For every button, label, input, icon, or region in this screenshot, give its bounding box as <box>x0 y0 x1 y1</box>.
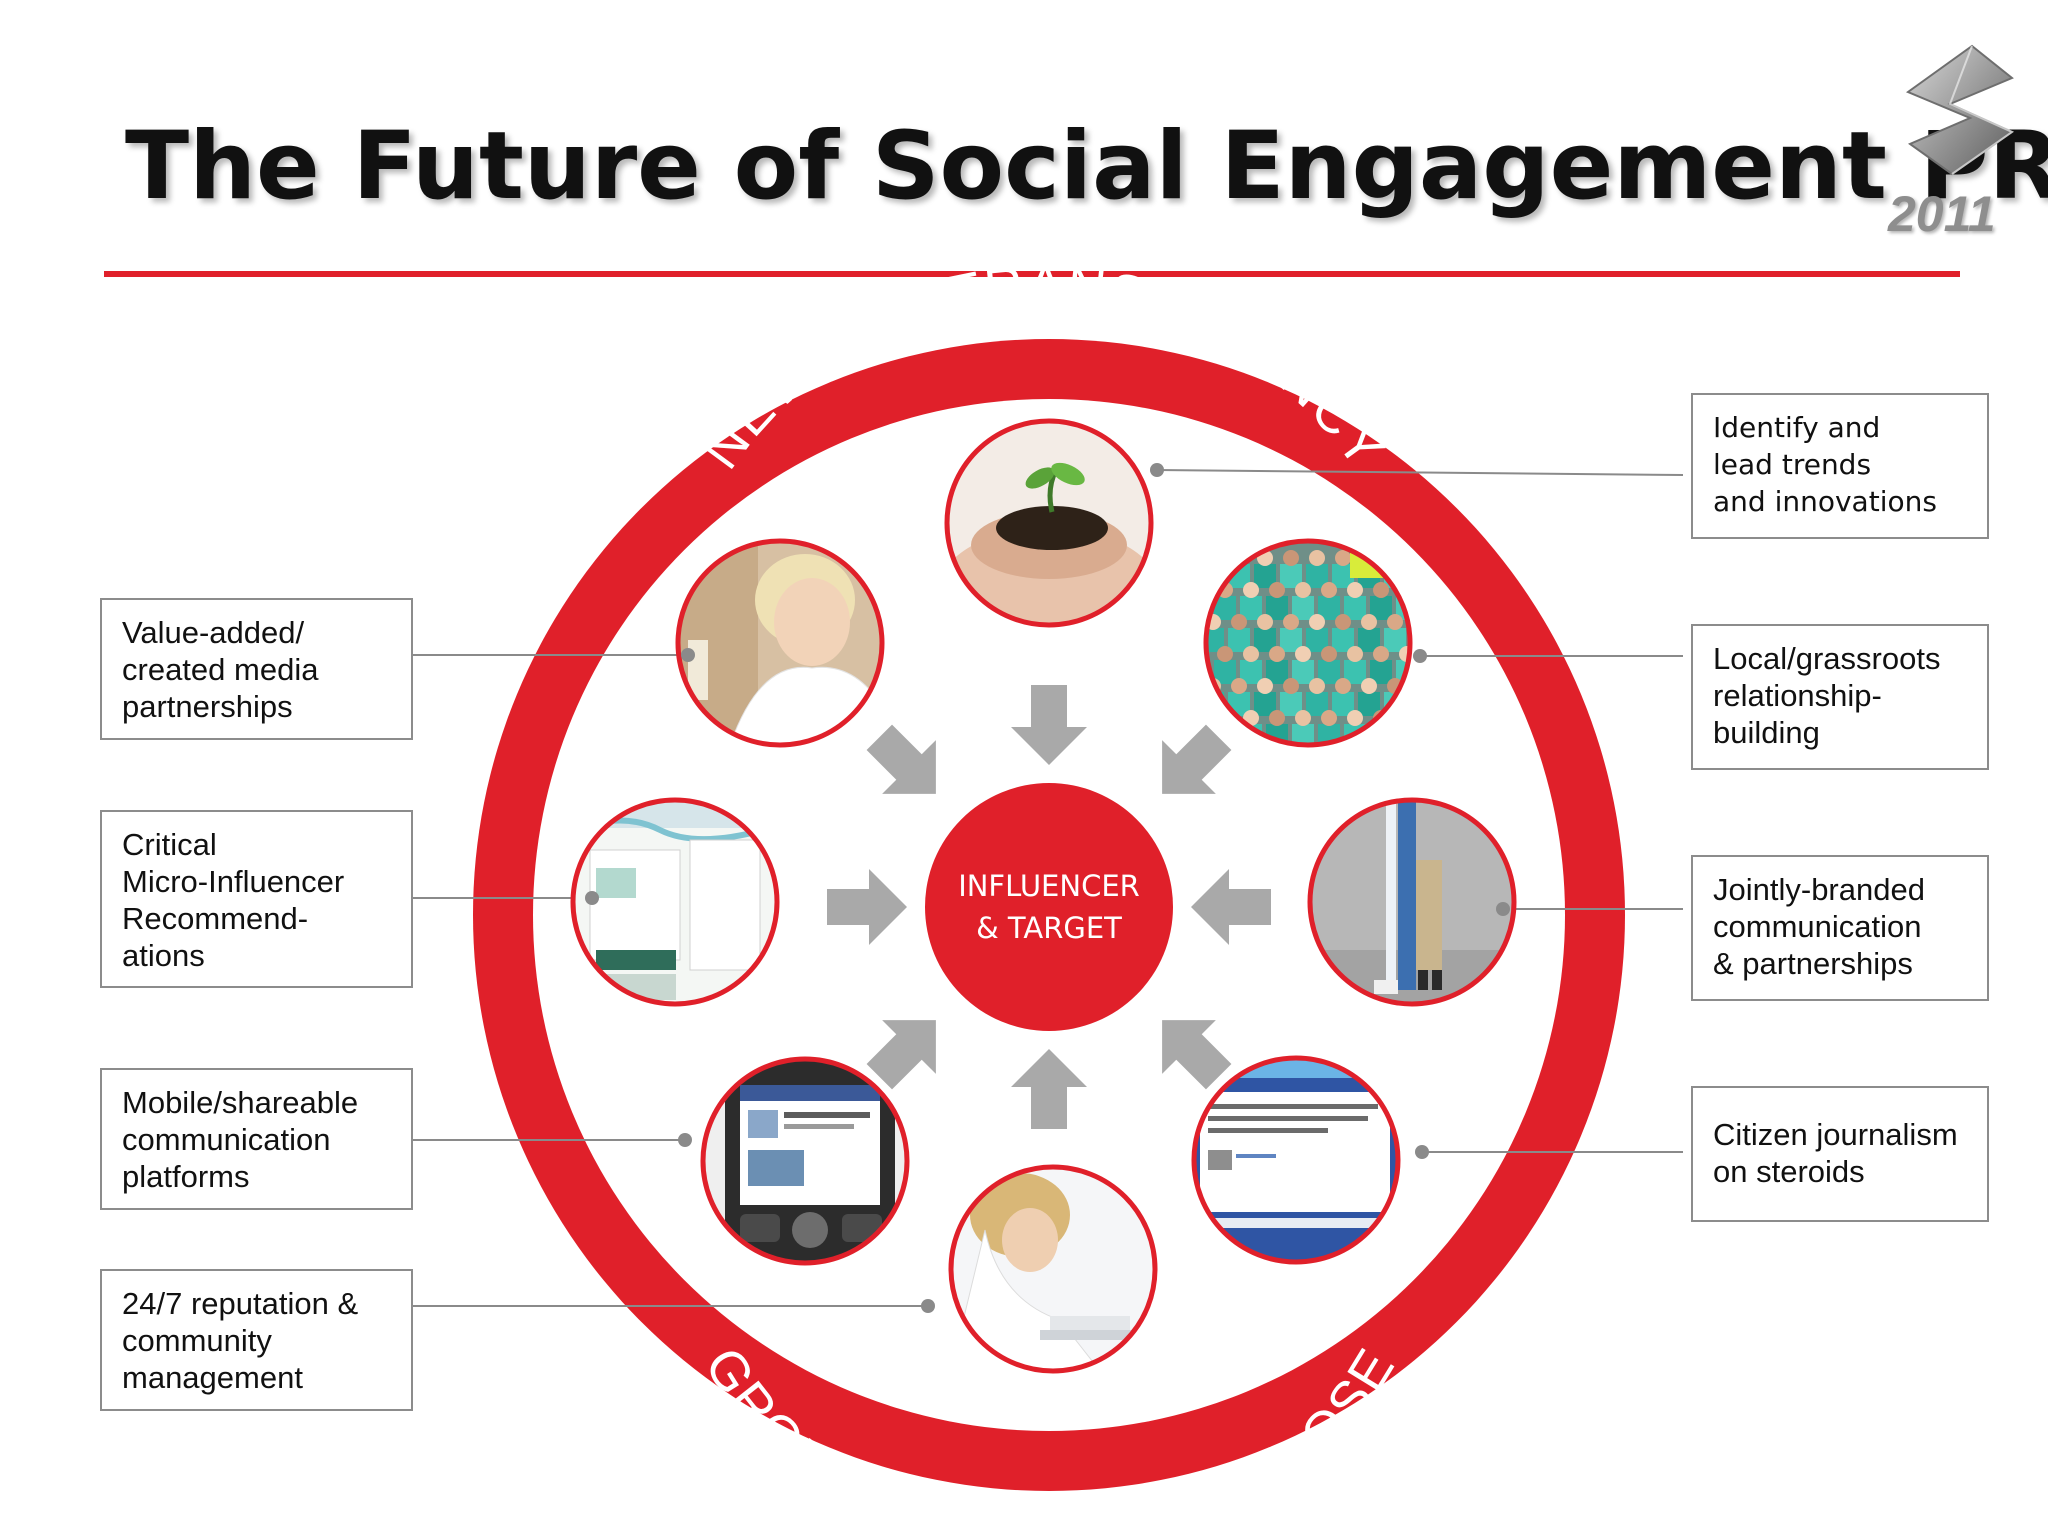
arrow-bottom-left <box>866 1020 936 1090</box>
website-screenshot-photo <box>1191 1055 1429 1265</box>
arrow-bottom-right <box>1162 1020 1232 1090</box>
smartphone-facebook-photo <box>678 1056 910 1266</box>
center-circle <box>925 783 1173 1031</box>
arrow-top-right <box>1162 724 1232 794</box>
arrow-bottom <box>1011 1049 1087 1129</box>
arrow-left <box>827 869 907 945</box>
arrow-right <box>1191 869 1271 945</box>
arrows-group <box>827 685 1271 1129</box>
connector-lines <box>411 469 1684 1307</box>
page-title: The Future of Social Engagement PR <box>125 112 2048 221</box>
blog-post-screenshot-photo <box>570 797 780 1007</box>
center-label-line1: INFLUENCER <box>958 869 1140 903</box>
suzuki-logo-icon <box>1905 44 2015 176</box>
woman-at-laptop-photo <box>921 1164 1158 1374</box>
arrow-top-left <box>866 724 936 794</box>
logo-year: 2011 <box>1888 186 1996 242</box>
arrow-top <box>1011 685 1087 765</box>
crowd-teal-shirts-photo <box>1203 538 1427 748</box>
title-underline <box>104 271 1960 277</box>
center-label-line2: & TARGET <box>976 911 1122 945</box>
